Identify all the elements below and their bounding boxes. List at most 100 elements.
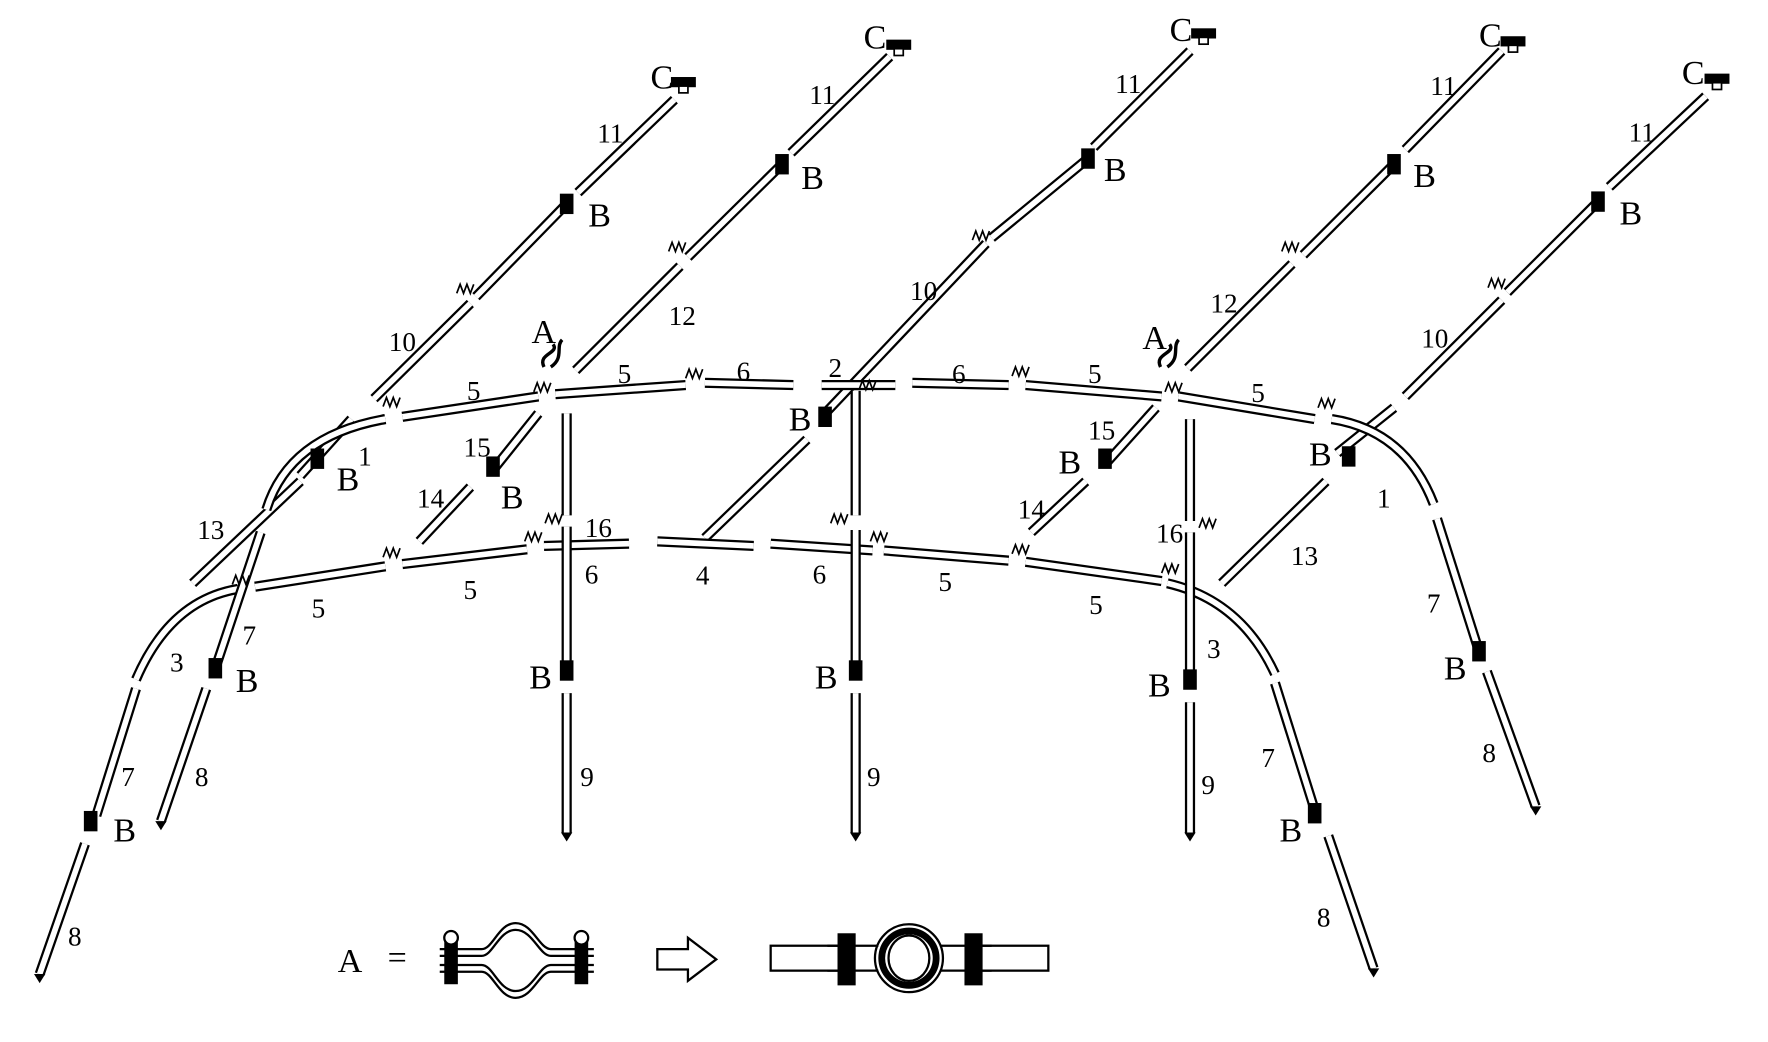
part-label: 9 [1201, 770, 1215, 800]
part-label: 1 [1377, 483, 1391, 513]
arch-segment [912, 377, 1009, 391]
part-label: 3 [1207, 634, 1221, 664]
rafter-segment [1101, 404, 1160, 468]
spring-connector-icon [544, 511, 563, 526]
spring-connector-icon [829, 511, 849, 526]
rafter-segment [415, 483, 475, 545]
cap-c-icon [1704, 73, 1730, 84]
part-label: 1 [358, 442, 372, 472]
part-label: 8 [1317, 902, 1331, 932]
spring-connector-icon [1011, 364, 1030, 379]
part-label: B [236, 663, 259, 700]
arch-segment [401, 391, 540, 422]
part-label: A [532, 314, 557, 351]
rafter-segment [1299, 160, 1398, 259]
foot-spike-icon [1367, 968, 1380, 978]
leg-segment [1270, 681, 1320, 812]
arch-corner [131, 583, 239, 682]
part-label: 6 [585, 559, 599, 589]
cap-c-stem [678, 85, 689, 94]
part-label: 11 [809, 80, 835, 110]
clamp-b-icon [1472, 641, 1486, 662]
part-label: 5 [938, 567, 952, 597]
rafter-segment [988, 154, 1092, 242]
spring-connector-icon [1281, 239, 1300, 254]
foot-spike-icon [850, 832, 862, 842]
spring-connector-icon [382, 545, 401, 560]
cap-c-icon [1500, 36, 1526, 47]
arch-corner [1166, 578, 1280, 677]
part-label: 7 [243, 620, 257, 650]
part-label: 16 [585, 513, 612, 543]
part-label: 16 [1156, 519, 1183, 549]
clamp-b-icon [208, 658, 223, 679]
part-label: 12 [1210, 289, 1237, 319]
leg-segment [34, 842, 90, 976]
clamp-a-icon [541, 338, 564, 369]
part-label: 11 [1629, 118, 1655, 148]
part-label: 3 [170, 648, 184, 678]
part-label: 6 [737, 357, 751, 387]
rafter-segment [1184, 260, 1296, 372]
arch-segment [883, 545, 1010, 566]
part-label: 8 [195, 762, 209, 792]
arrow-right-icon [656, 935, 719, 984]
part-label: 5 [312, 593, 326, 623]
rafter-segment [1503, 198, 1602, 296]
part-label: C [864, 20, 887, 57]
foot-spike-icon [1530, 806, 1542, 816]
spring-connector-icon [533, 380, 552, 395]
part-label: 15 [1088, 415, 1115, 445]
part-label: 5 [1088, 359, 1102, 389]
part-label: C [1682, 55, 1705, 92]
clamp-b-icon [775, 154, 789, 175]
part-label: 10 [1421, 324, 1448, 354]
leg-segment [1323, 834, 1379, 971]
spring-connector-icon [858, 378, 877, 393]
arch-segment [1024, 556, 1163, 587]
cap-c-stem [893, 47, 905, 57]
clamp-open-icon [439, 921, 594, 999]
clamp-b-icon [848, 660, 863, 681]
part-label: 5 [1251, 378, 1265, 408]
clamp-b-icon [1341, 446, 1356, 467]
spring-connector-icon [1011, 542, 1030, 557]
spring-connector-icon [1198, 516, 1217, 531]
arch-segment [1025, 380, 1163, 402]
part-label: 5 [618, 359, 632, 389]
cap-c-stem [1711, 81, 1723, 91]
part-label: 12 [669, 301, 696, 331]
cap-c-icon [670, 77, 696, 88]
rafter-segment [472, 200, 571, 301]
clamp-b-icon [559, 660, 574, 681]
clamp-b-icon [83, 810, 98, 832]
legend-equals: = [388, 939, 407, 976]
clamp-b-icon [486, 456, 500, 477]
part-label: B [1309, 437, 1332, 474]
arch-corner [1330, 414, 1439, 506]
rafter-segment [370, 299, 474, 403]
part-label: B [588, 198, 611, 235]
part-label: 7 [121, 762, 135, 792]
part-label: 10 [389, 327, 416, 357]
part-label: 14 [1018, 495, 1046, 525]
rafter-segment [787, 52, 894, 157]
arch-segment [543, 538, 630, 552]
spring-connector-icon [1164, 380, 1183, 395]
part-label: A [1142, 320, 1167, 357]
part-label: B [1444, 651, 1467, 688]
cap-c-stem [1507, 44, 1519, 53]
spring-connector-icon [667, 239, 687, 254]
clamp-b-icon [1307, 803, 1322, 824]
rafter-segment [1401, 296, 1506, 401]
spring-connector-icon [1317, 396, 1336, 411]
arch-segment [554, 380, 687, 400]
cap-c-icon [886, 39, 912, 50]
part-label: B [501, 480, 524, 517]
leg-segment [210, 530, 266, 670]
legend-symbol: A [338, 943, 363, 980]
part-label: 2 [828, 353, 842, 383]
